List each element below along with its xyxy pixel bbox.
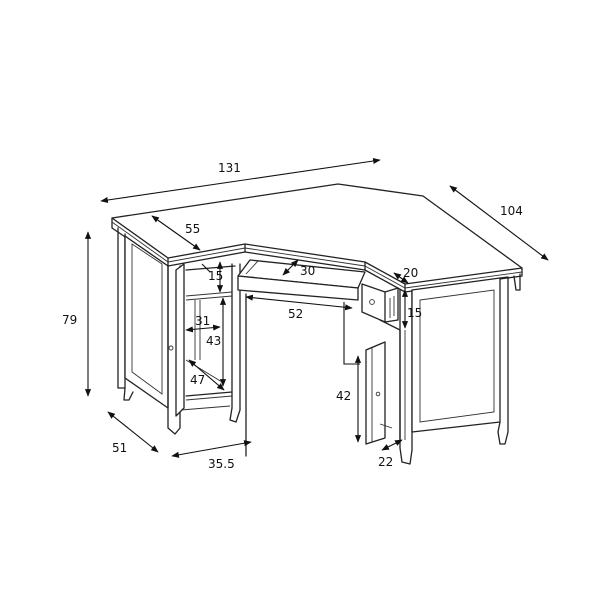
- label-cabinet-width: 35.5: [208, 457, 235, 471]
- left-cabinet: [117, 227, 241, 435]
- label-inner-width: 31: [195, 314, 210, 328]
- label-overall-width: 131: [218, 161, 241, 175]
- right-side-panel: [411, 273, 521, 445]
- desk-top: [111, 183, 523, 293]
- label-side-depth: 51: [112, 441, 127, 455]
- label-knee-space: 52: [288, 307, 303, 321]
- label-diagonal: 47: [190, 373, 205, 387]
- dimension-labels: 131 104 79 55 15 30 20 52 15 31 43 47 42…: [62, 161, 523, 471]
- dimension-lines: [84, 157, 549, 458]
- label-height: 79: [62, 313, 77, 327]
- label-inner-height: 43: [206, 334, 221, 348]
- label-right-cabinet-depth: 22: [378, 455, 393, 469]
- keyboard-tray: [237, 259, 366, 457]
- label-drawer-depth: 20: [403, 266, 418, 280]
- label-tray-depth: 30: [300, 264, 315, 278]
- label-overall-depth: 104: [500, 204, 523, 218]
- label-top-depth: 55: [185, 222, 200, 236]
- label-drawer-height: 15: [407, 306, 422, 320]
- side-drawer: [361, 283, 399, 323]
- label-right-cabinet-height: 42: [336, 389, 351, 403]
- right-small-cabinet: [365, 289, 413, 465]
- label-upper-shelf-height: 15: [208, 269, 223, 283]
